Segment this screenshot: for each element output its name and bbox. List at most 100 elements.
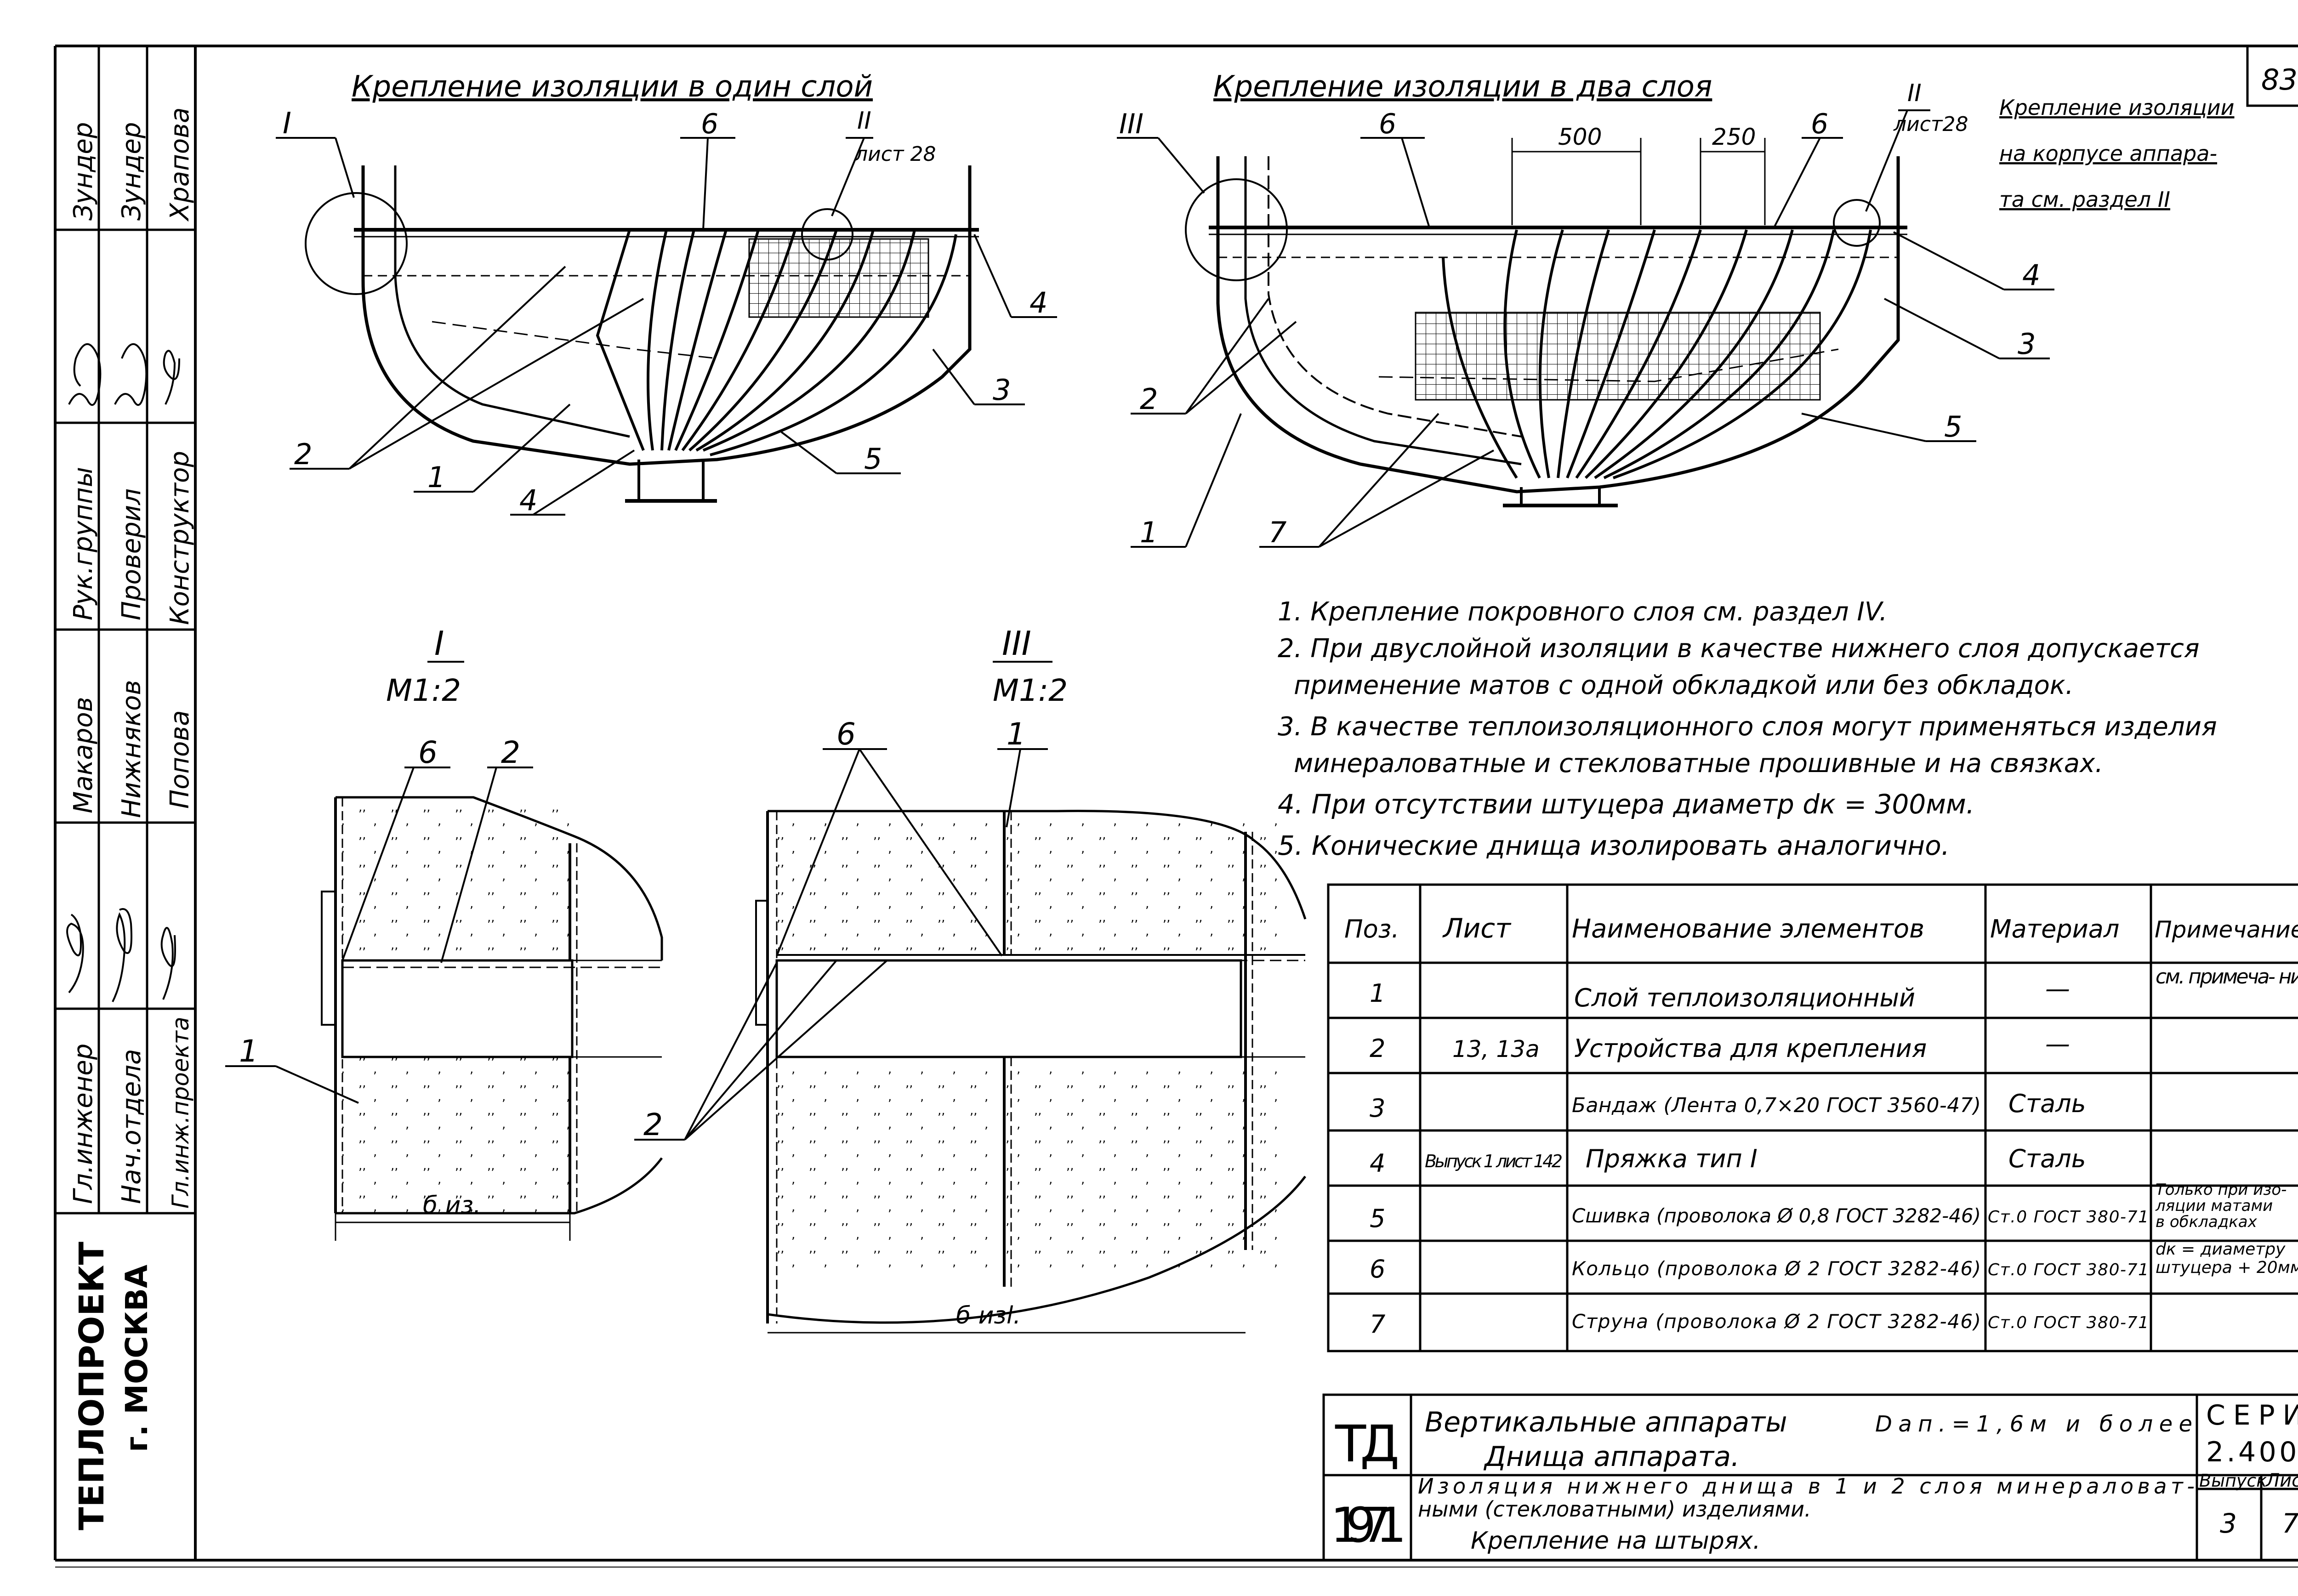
th-name: Наименование элементов xyxy=(1572,914,1924,944)
dim-500: 500 xyxy=(1558,124,1602,150)
row4-pos: 4 xyxy=(1370,1149,1385,1178)
detail-I-circle xyxy=(305,192,408,295)
sheet-frame xyxy=(54,45,2298,1562)
tb-code: ТД xyxy=(1335,1414,1399,1473)
row4-mat: Сталь xyxy=(2008,1144,2086,1173)
row4-note-3: в обкладках xyxy=(2156,1213,2258,1231)
tb-list-label: Лист xyxy=(2265,1470,2298,1491)
callout-6c: 6 xyxy=(1811,108,1828,140)
callout-II: II xyxy=(857,107,871,135)
row4-name: Пряжка тип I xyxy=(1586,1144,1758,1173)
note-1: 1. Крепление покровного слоя см. раздел … xyxy=(1278,597,1888,627)
row5-mat: Ст.0 ГОСТ 380-71 xyxy=(1988,1208,2149,1227)
callout-1b: 1 xyxy=(1140,516,1158,549)
row4-sheet: Выпуск 1 лист 142 xyxy=(1425,1151,1563,1171)
callout-5b: 5 xyxy=(1944,410,1962,443)
callout-II-b: II xyxy=(1907,80,1922,107)
detail-I-callout-6: 6 xyxy=(418,735,438,770)
row2-pos: 2 xyxy=(1370,1034,1385,1063)
detail-II-circle-b xyxy=(1833,199,1881,247)
tb-year: 1971 xyxy=(1331,1497,1406,1553)
detail-III: III М1:2 б изl. 6 1 2 xyxy=(634,624,1307,1334)
row7-mat: Ст.0 ГОСТ 380-71 xyxy=(1988,1313,2149,1332)
ref-sheet-28-b: лист28 xyxy=(1893,113,1968,136)
stamp-role-1: Гл.инженер xyxy=(68,1044,98,1204)
detail-I-biz: б из. xyxy=(423,1192,481,1219)
detail-II-circle xyxy=(801,208,853,261)
stamp-name-5: Зундер xyxy=(117,122,147,221)
th-sheet: Лист xyxy=(1442,913,1512,944)
row3-name: Бандаж (Лента 0,7×20 ГОСТ 3560-47) xyxy=(1572,1094,1981,1117)
callout-5a: 5 xyxy=(864,442,882,476)
row6-mat: Ст.0 ГОСТ 380-71 xyxy=(1988,1261,2149,1279)
callout-3a: 3 xyxy=(993,373,1011,407)
stamp-name-3: Попова xyxy=(165,710,195,809)
callout-4a: 4 xyxy=(519,483,537,517)
detail-I-label: I xyxy=(434,624,444,663)
row4-note-2: ляции матами xyxy=(2155,1197,2273,1215)
callout-7: 7 xyxy=(1268,516,1286,549)
stamp-name-1: Макаров xyxy=(68,697,98,813)
th-pos: Поз. xyxy=(1344,914,1399,943)
title-block: ТД 1971 Вертикальные аппараты Dап.=1,6м … xyxy=(1322,1393,2298,1562)
note-5: 5. Конические днища изолировать аналогич… xyxy=(1278,830,1950,861)
th-remark: Примечание xyxy=(2155,916,2298,943)
double-layer-view: Крепление изоляции в два слоя xyxy=(1117,70,2235,549)
row1-pos: 1 xyxy=(1370,979,1385,1008)
tb-list: 72 xyxy=(2282,1508,2298,1539)
detail-III-scale: М1:2 xyxy=(993,673,1068,708)
row1-note: см. примеча- ние 3 xyxy=(2156,965,2298,988)
detail-III-callout-2: 2 xyxy=(643,1107,663,1142)
spec-table: Поз. Лист Наименование элементов Материа… xyxy=(1327,883,2298,1352)
detail-III-label: III xyxy=(1002,624,1031,663)
callout-6a: 6 xyxy=(701,108,718,140)
tb-series-label: СЕРИЯ xyxy=(2206,1399,2298,1431)
sheet-number-box: 83. xyxy=(2246,46,2298,107)
tb-dia: Dап.=1,6м и более xyxy=(1875,1411,2192,1437)
row7-name: Струна (проволока Ø 2 ГОСТ 3282-46) xyxy=(1572,1310,1981,1333)
row4-note-1: Только при изо- xyxy=(2156,1181,2287,1199)
detail-III-circle xyxy=(1185,178,1288,281)
row5-pos: 5 xyxy=(1370,1204,1385,1233)
detail-III-biz: б изl. xyxy=(956,1302,1021,1329)
detail-III-callout-1: 1 xyxy=(1007,716,1026,752)
row1-mat: — xyxy=(2045,974,2070,1003)
stamp-name-4: Зундер xyxy=(68,122,98,221)
row1-name: Слой теплоизоляционный xyxy=(1574,983,1915,1012)
tb-vyp: 3 xyxy=(2220,1508,2237,1539)
callout-2a: 2 xyxy=(294,437,312,471)
tb-line4: ными (стекловатными) изделиями. xyxy=(1418,1497,1811,1522)
note-3b: минераловатные и стекловатные прошивные … xyxy=(1294,749,2103,778)
ref-sheet-28: лист 28 xyxy=(854,142,936,166)
row2-mat: — xyxy=(2045,1029,2070,1058)
detail-I-scale: М1:2 xyxy=(386,673,461,708)
row6-pos: 6 xyxy=(1370,1255,1385,1284)
tb-line2: Днища аппарата. xyxy=(1483,1441,1740,1473)
callout-3b: 3 xyxy=(2018,327,2036,361)
callout-2b: 2 xyxy=(1140,382,1158,416)
row3-mat: Сталь xyxy=(2008,1089,2086,1118)
row6-note-2: штуцера + 20мм xyxy=(2156,1258,2298,1277)
row5-name: Сшивка (проволока Ø 0,8 ГОСТ 3282-46) xyxy=(1572,1204,1981,1227)
note-3a: 3. В качестве теплоизоляционного слоя мо… xyxy=(1278,712,2217,742)
row2-sheet: 13, 13а xyxy=(1452,1036,1540,1062)
stamp-role-6: Конструктор xyxy=(165,451,195,625)
housing-note-3: та см. раздел II xyxy=(1999,187,2170,212)
detail-I: I М1:2 б из. 6 2 1 xyxy=(225,624,663,1241)
left-stamp: Гл.инженер Нач.отдела Гл.инж.проекта Рук… xyxy=(55,46,195,1530)
tb-line3: Изоляция нижнего днища в 1 и 2 слоя мине… xyxy=(1418,1474,2195,1499)
dim-250: 250 xyxy=(1712,124,1756,150)
callout-III: III xyxy=(1119,108,1143,140)
callout-I: I xyxy=(283,107,291,141)
stamp-role-2: Нач.отдела xyxy=(117,1049,147,1204)
stamp-role-4: Рук.группы xyxy=(68,467,98,620)
callout-1a: 1 xyxy=(427,460,445,494)
stamp-name-6: Храпова xyxy=(165,108,195,222)
row2-name: Устройства для крепления xyxy=(1574,1034,1927,1063)
callout-6b: 6 xyxy=(1379,108,1396,140)
single-layer-view: Крепление изоляции в один слой xyxy=(276,70,1057,517)
single-layer-title: Крепление изоляции в один слой xyxy=(352,70,873,104)
tb-series: 2.400-4 xyxy=(2206,1436,2298,1468)
row7-pos: 7 xyxy=(1370,1310,1385,1339)
